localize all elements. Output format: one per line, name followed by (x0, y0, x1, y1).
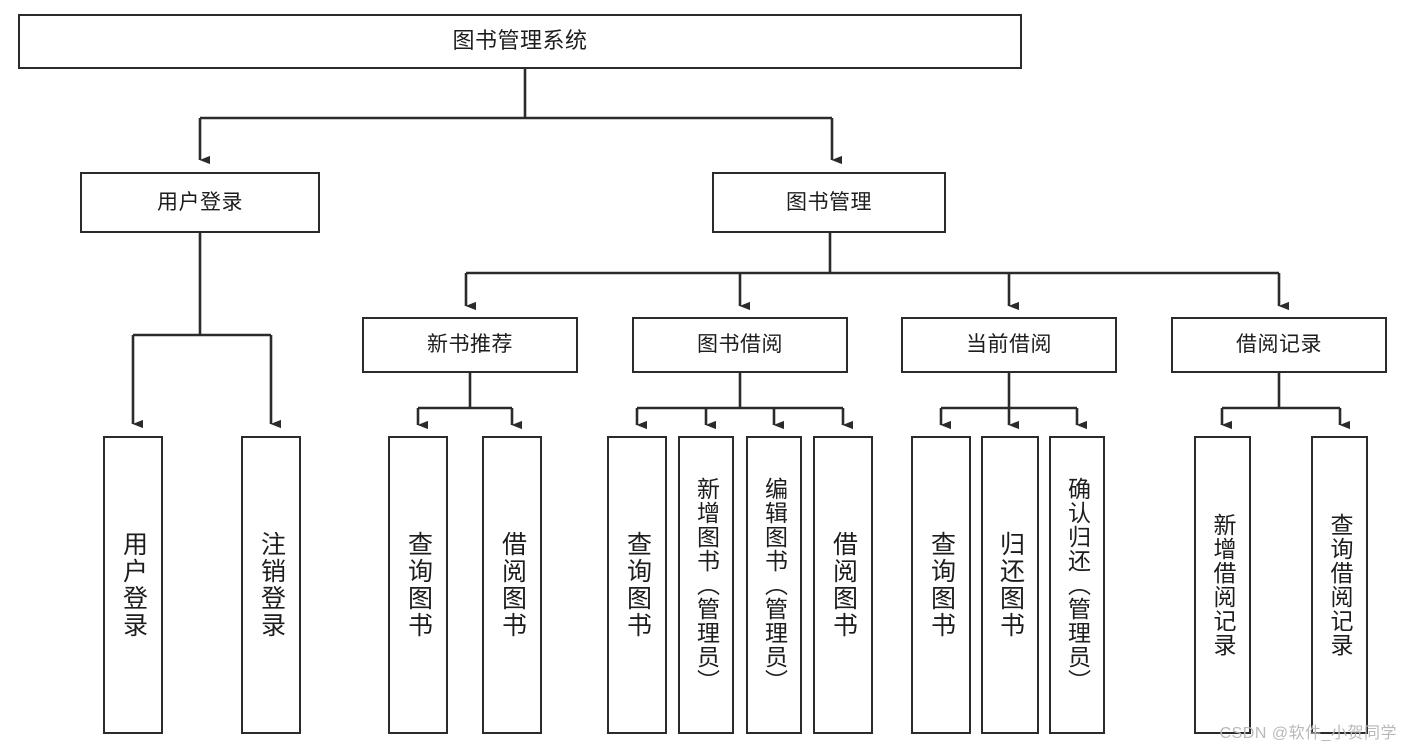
node-label: 查询图书 (404, 531, 433, 639)
node-label: 用户登录 (157, 190, 243, 214)
leaf-query-book-recommend[interactable]: 查询图书 (388, 436, 448, 734)
leaf-return-book[interactable]: 归还图书 (981, 436, 1039, 734)
node-label: 借阅记录 (1236, 333, 1322, 357)
node-label: 查询借阅记录 (1327, 513, 1353, 657)
leaf-borrow-book-recommend[interactable]: 借阅图书 (482, 436, 542, 734)
node-label: 注销登录 (257, 531, 286, 639)
node-label: 查询图书 (623, 531, 652, 639)
node-borrow-record[interactable]: 借阅记录 (1171, 317, 1387, 373)
leaf-add-borrow-record[interactable]: 新增借阅记录 (1194, 436, 1251, 734)
node-user-login[interactable]: 用户登录 (80, 172, 320, 233)
node-book-borrow[interactable]: 图书借阅 (632, 317, 848, 373)
watermark-text: CSDN @软件_小贺同学 (1219, 725, 1397, 742)
leaf-edit-book-admin[interactable]: 编辑图书（管理员） (746, 436, 802, 734)
leaf-query-book-borrow[interactable]: 查询图书 (607, 436, 667, 734)
node-label: 归还图书 (996, 531, 1025, 639)
node-book-manage[interactable]: 图书管理 (712, 172, 946, 233)
leaf-query-borrow-record[interactable]: 查询借阅记录 (1311, 436, 1368, 734)
leaf-user-logout[interactable]: 注销登录 (241, 436, 301, 734)
node-label: 图书管理系统 (452, 28, 588, 54)
node-new-book-recommend[interactable]: 新书推荐 (362, 317, 578, 373)
node-label: 用户登录 (119, 531, 148, 639)
node-label: 新书推荐 (427, 333, 513, 357)
node-label: 图书管理 (786, 190, 872, 214)
leaf-query-book-current[interactable]: 查询图书 (911, 436, 971, 734)
node-label: 图书借阅 (697, 333, 783, 357)
leaf-user-login[interactable]: 用户登录 (103, 436, 163, 734)
node-label: 借阅图书 (829, 531, 858, 639)
leaf-borrow-book-borrow[interactable]: 借阅图书 (813, 436, 873, 734)
node-label: 新增借阅记录 (1210, 513, 1236, 657)
node-current-borrow[interactable]: 当前借阅 (901, 317, 1117, 373)
node-label: 新增图书（管理员） (693, 477, 720, 693)
leaf-confirm-return-admin[interactable]: 确认归还（管理员） (1049, 436, 1105, 734)
node-label: 确认归还（管理员） (1064, 477, 1091, 693)
node-root-system[interactable]: 图书管理系统 (18, 14, 1022, 69)
node-label: 当前借阅 (966, 333, 1052, 357)
node-label: 借阅图书 (498, 531, 527, 639)
leaf-add-book-admin[interactable]: 新增图书（管理员） (678, 436, 734, 734)
node-label: 编辑图书（管理员） (761, 477, 788, 693)
node-label: 查询图书 (927, 531, 956, 639)
